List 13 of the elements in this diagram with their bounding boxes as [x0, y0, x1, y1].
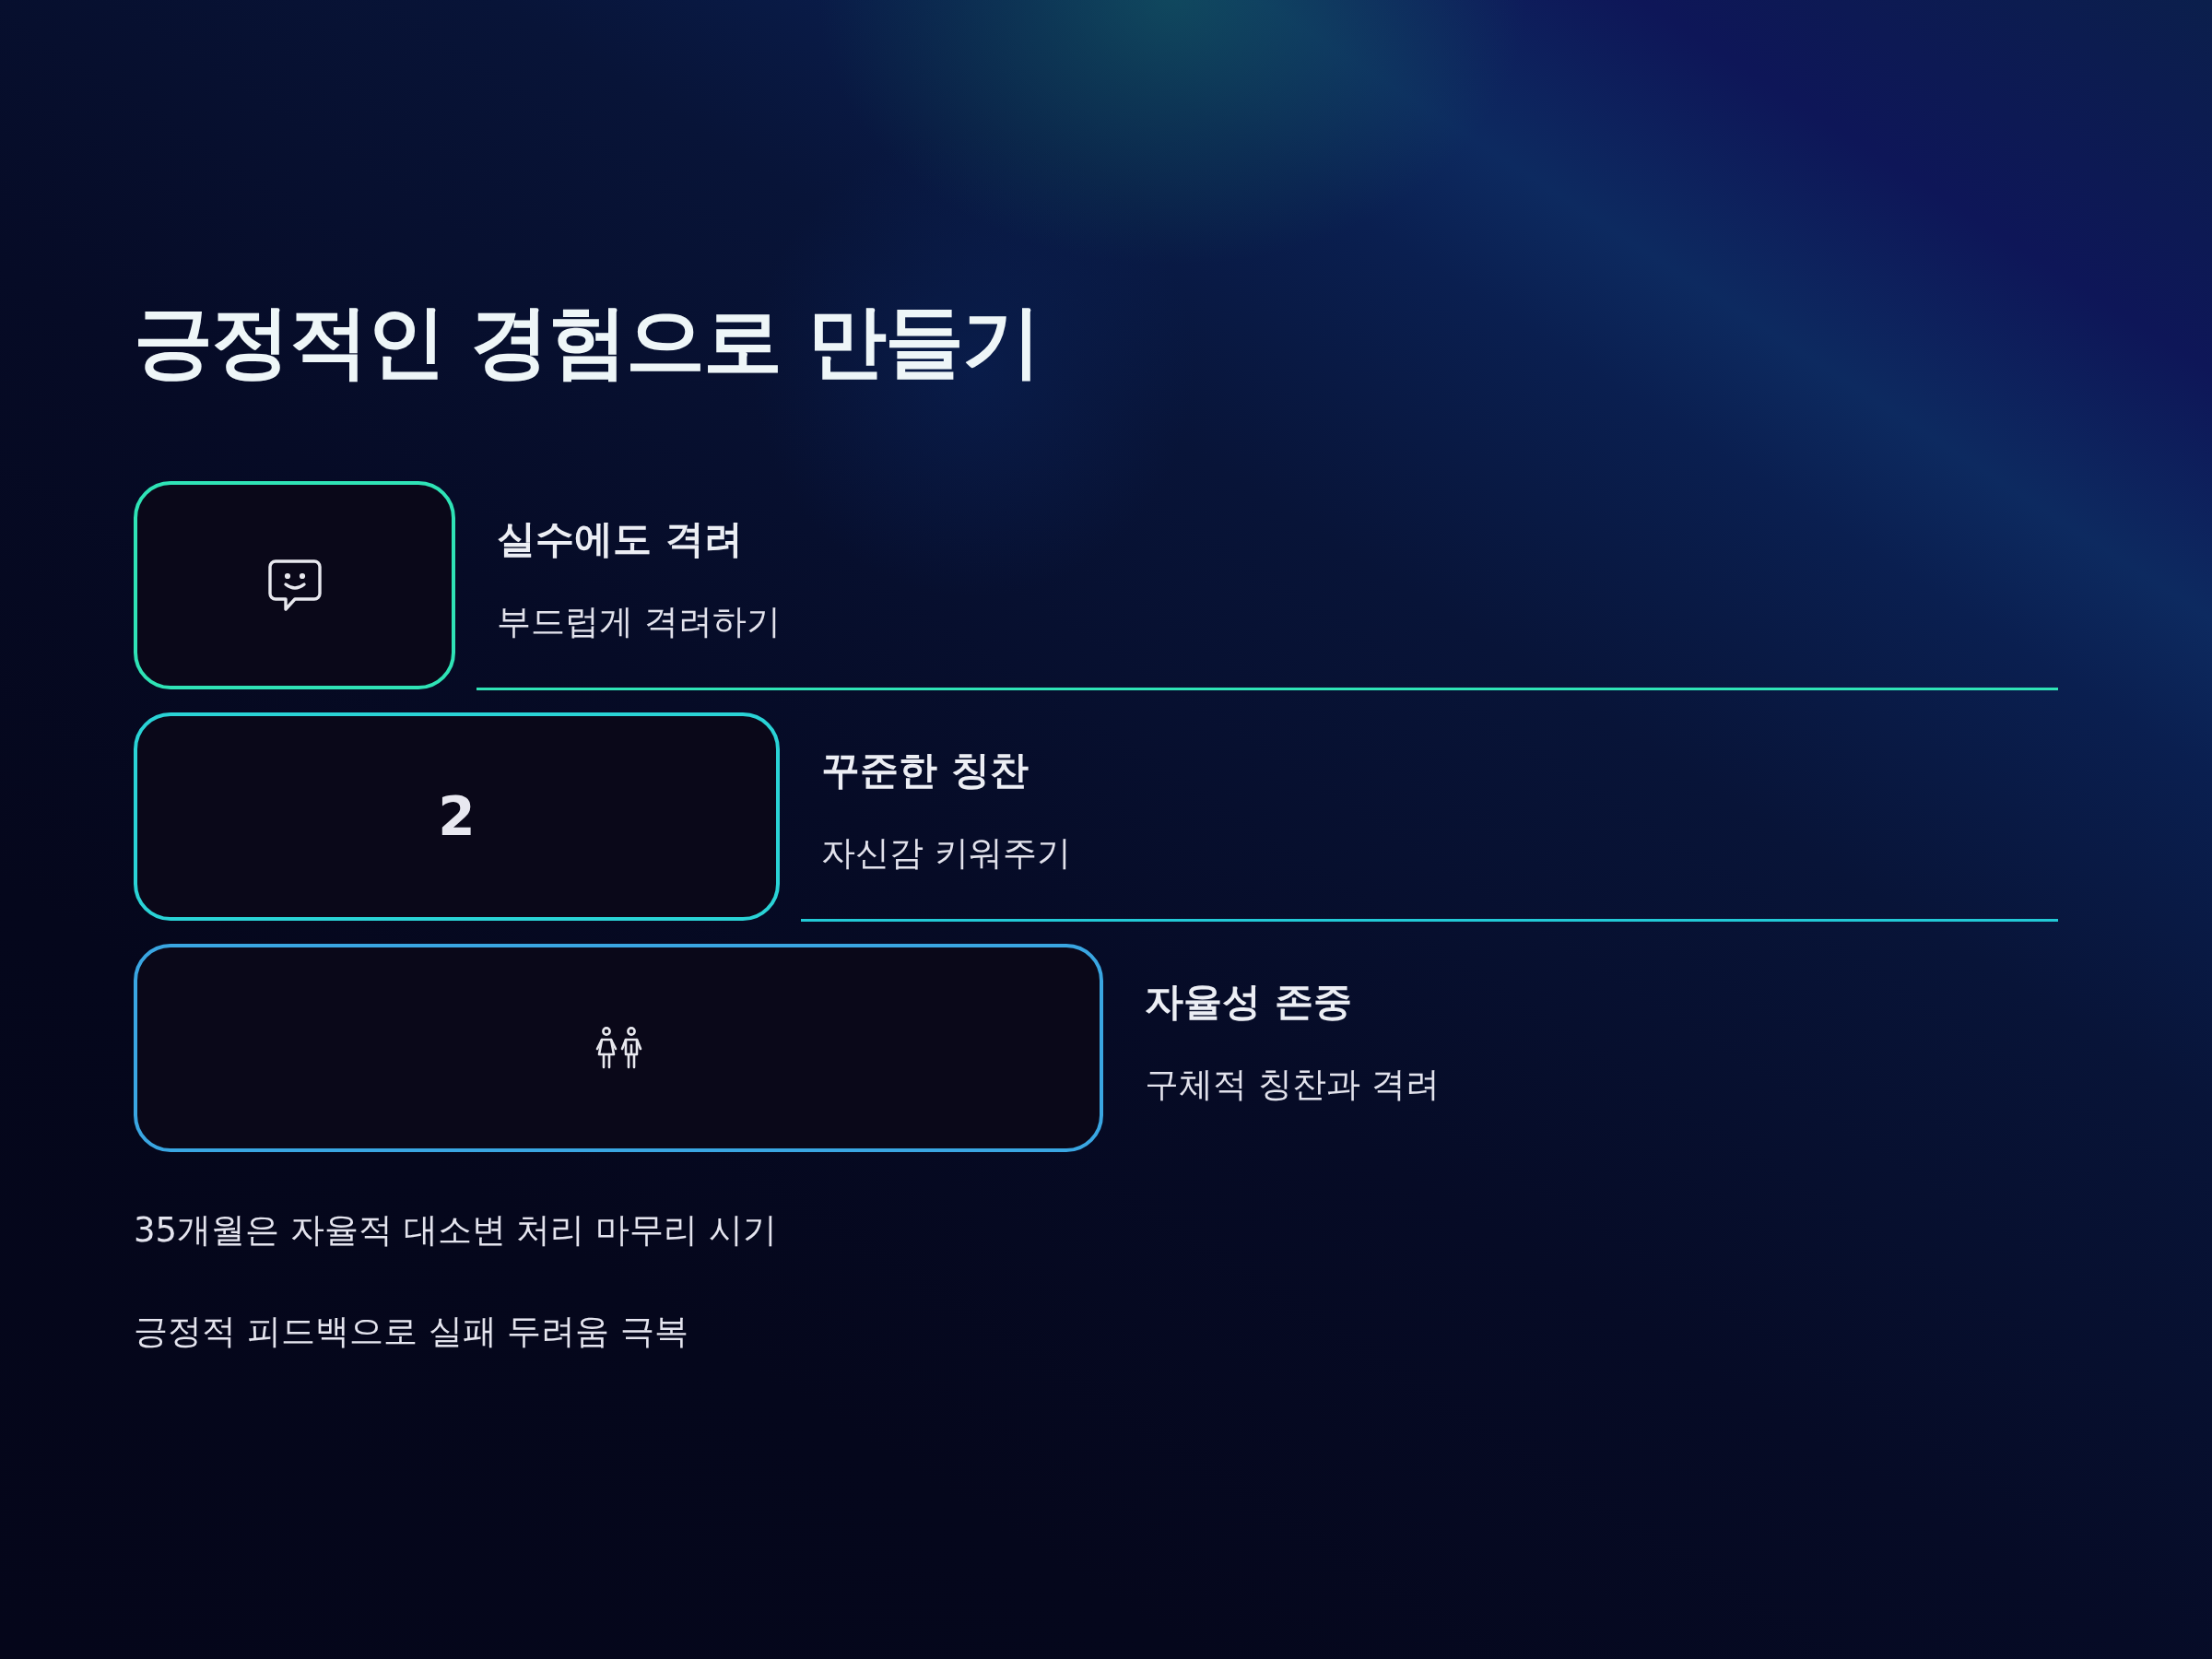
body-text: 긍정적 피드백으로 실패 두려움 극복 [134, 1311, 690, 1354]
card-heading: 꾸준한 칭찬 [821, 747, 1030, 794]
title: 긍정적인 경험으로 만들기 [134, 294, 1041, 389]
outlined-card [134, 944, 1103, 1152]
card-heading: 실수에도 격려 [497, 515, 744, 563]
card-subtitle: 자신감 키워주기 [821, 831, 1071, 875]
card-subtitle: 구체적 칭찬과 격려 [1145, 1063, 1440, 1106]
step-number: 2 [438, 790, 476, 843]
card-subtitle: 부드럽게 격려하기 [497, 600, 781, 643]
body-text: 35개월은 자율적 대소변 처리 마무리 시기 [134, 1209, 777, 1252]
outlined-card [134, 481, 455, 689]
card-heading: 자율성 존중 [1145, 978, 1353, 1026]
outlined-card [134, 712, 780, 921]
